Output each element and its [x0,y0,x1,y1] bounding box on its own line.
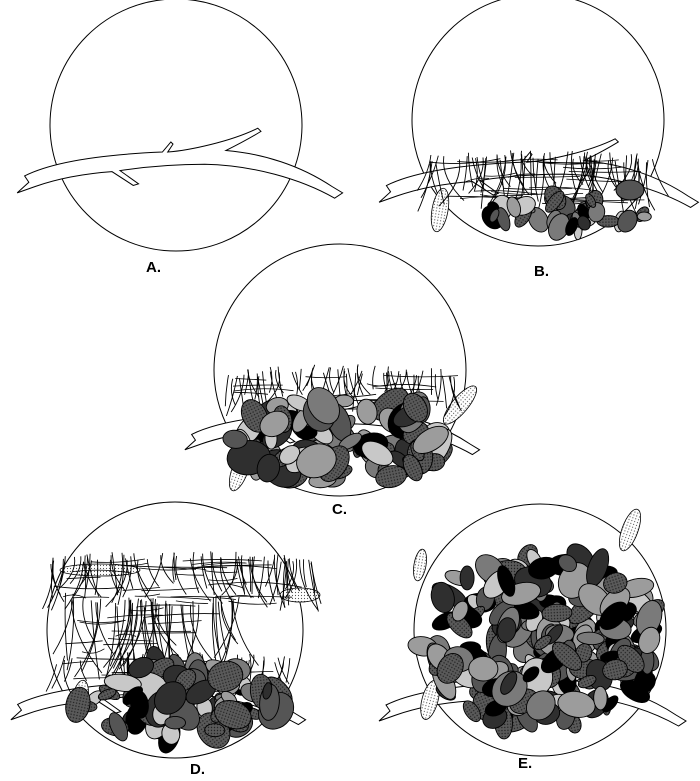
oval-element [468,656,498,681]
twig-mesh [103,644,157,645]
twig-mesh [231,379,235,405]
twig-mesh [193,552,199,593]
stippled-leaf [428,187,451,233]
twig-mesh [53,599,73,654]
twig-mesh [303,559,306,587]
oval-element [165,716,186,729]
panel-c-label: C. [332,502,347,517]
twig-mesh [176,601,208,604]
twig-mesh [442,376,446,409]
twig-mesh [504,188,573,189]
oval-element [616,180,644,200]
twig-mesh [115,563,148,565]
panel-b [379,0,698,246]
enclosing-circle [50,0,302,251]
twig-mesh [229,601,277,604]
twig-mesh [357,364,370,394]
twig-mesh [258,557,264,599]
twig-mesh [299,369,301,390]
twig-mesh [436,369,441,406]
oval-element [460,566,474,590]
twig-mesh [46,664,57,691]
branch [17,128,342,198]
panel-c [185,244,482,496]
twig-mesh [62,661,94,663]
panel-a-label: A. [146,260,161,275]
panel-b-label: B. [534,264,549,279]
oval-element [204,724,224,737]
twig-mesh [225,375,228,406]
twig-mesh [234,389,294,391]
twig-mesh [157,597,211,600]
twig-mesh [96,602,113,653]
twig-mesh [255,374,258,400]
panel-a [17,0,342,251]
twig-mesh [161,555,174,583]
twig-mesh [430,159,500,164]
twig-mesh [91,559,145,562]
twig-mesh [245,373,249,395]
twig-mesh [64,658,72,681]
twig-mesh [73,597,109,598]
twig-mesh [123,587,160,590]
twig-mesh [435,374,438,400]
twig-mesh [288,559,289,605]
twig-mesh [147,559,158,586]
twig-mesh [330,368,334,393]
oval-element [593,686,607,710]
twig-mesh [143,614,219,618]
twig-mesh [65,641,102,644]
panel-d-label: D. [190,762,205,777]
twig-mesh [43,558,54,609]
twig-mesh [83,598,95,642]
stippled-leaf [615,507,645,554]
panel-d [11,502,321,758]
twig-mesh [531,151,532,196]
twig-mesh [54,586,124,588]
twig-mesh [384,376,458,377]
stippled-leaf [438,381,481,428]
panel-e-label: E. [518,756,532,771]
branch [379,139,698,208]
twig-mesh [201,556,207,588]
twig-mesh [515,176,580,177]
panel-e [379,504,686,756]
oval-element [637,212,651,221]
twig-mesh [206,571,238,573]
twig-mesh [175,574,204,575]
twig-mesh [307,365,315,386]
